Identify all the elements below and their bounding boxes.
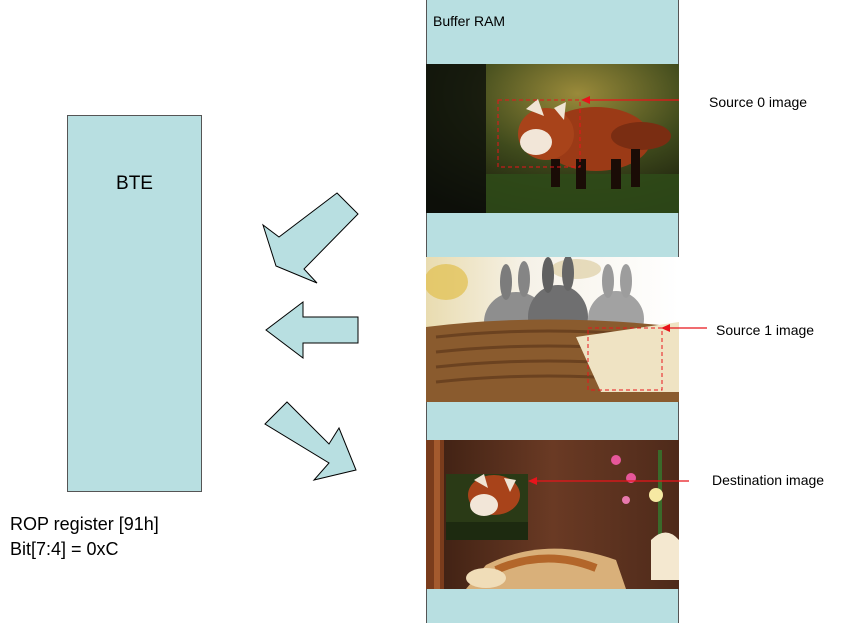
rop-bit-line: Bit[7:4] = 0xC xyxy=(10,539,119,559)
source1-selection-rect xyxy=(587,327,663,391)
source0-label: Source 0 image xyxy=(709,94,808,110)
source1-label: Source 1 image xyxy=(716,322,815,338)
arrow-bte-to-destination xyxy=(264,401,357,481)
bte-block: BTE xyxy=(67,115,202,492)
rop-register-line: ROP register [91h] xyxy=(10,514,159,534)
source0-selection-rect xyxy=(497,99,581,168)
arrow-source0-to-bte xyxy=(262,192,359,284)
destination-label: Destination image xyxy=(712,472,825,488)
destination-callout-arrowhead xyxy=(528,477,537,485)
destination-photo xyxy=(426,440,679,589)
rabbits-image xyxy=(426,257,679,402)
arrow-source1-to-bte xyxy=(265,300,359,360)
source1-callout-arrowhead xyxy=(661,324,670,332)
rop-register-text: ROP register [91h] Bit[7:4] = 0xC xyxy=(10,512,159,562)
source0-photo xyxy=(426,64,679,213)
source1-photo xyxy=(426,257,679,402)
red-panda-image xyxy=(426,64,679,213)
bte-label: BTE xyxy=(116,173,153,194)
buffer-ram-title: Buffer RAM xyxy=(433,13,506,29)
source0-callout-arrowhead xyxy=(581,96,590,104)
destination-image xyxy=(426,440,679,589)
